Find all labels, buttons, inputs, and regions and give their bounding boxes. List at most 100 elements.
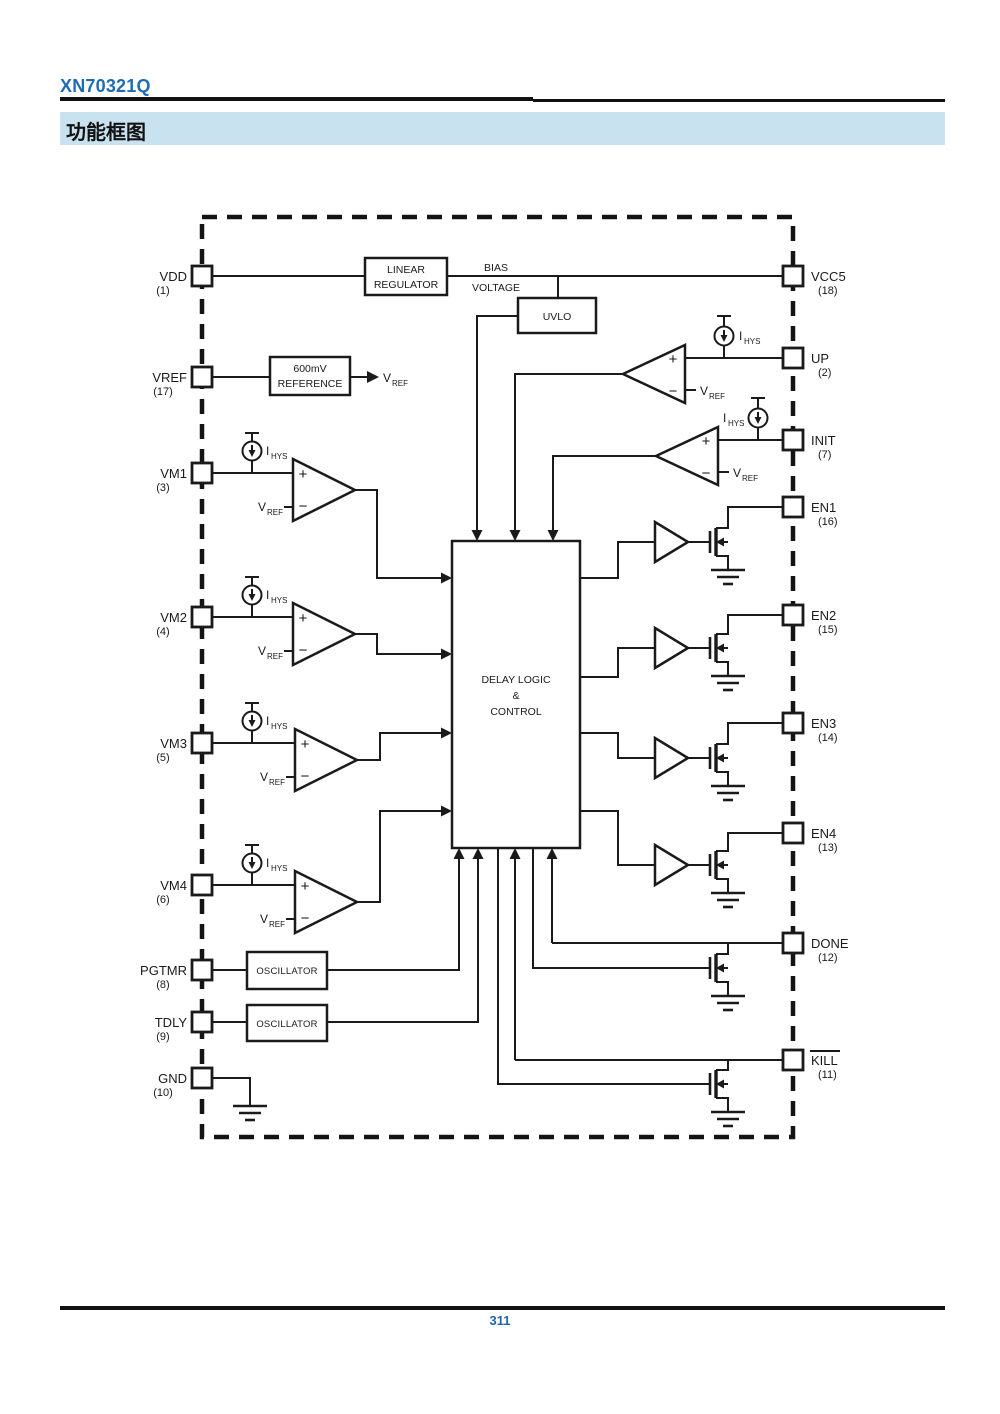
block-linear-regulator: LINEAR REGULATOR	[363, 256, 449, 297]
vref-label: V	[260, 770, 268, 784]
pin-en4: EN4 (13)	[781, 821, 838, 854]
bias-label: BIAS	[484, 262, 508, 274]
pin-name: EN3	[811, 716, 836, 731]
pin-up: UP (2)	[781, 346, 831, 379]
pin-name: VM4	[160, 878, 187, 893]
pin-name: VM3	[160, 736, 187, 751]
chip-boundary	[199, 214, 796, 1140]
pin-vdd: VDD (1)	[156, 264, 214, 297]
ground-icon	[233, 1104, 267, 1122]
pin-vm2: VM2 (4)	[156, 605, 214, 638]
pin-name: GND	[158, 1071, 187, 1086]
ihys-label: I	[266, 444, 269, 458]
arrowhead-done-to-logic	[546, 848, 558, 859]
pin-pgtmr: PGTMR (8)	[140, 958, 214, 991]
comparator-up: + − V REF	[620, 343, 725, 405]
wires-gnd	[212, 1077, 267, 1122]
vref-label: V	[733, 466, 741, 480]
block-label: LINEAR	[387, 264, 425, 276]
pin-number: (10)	[153, 1087, 173, 1099]
wires-oscillators	[212, 848, 484, 1023]
wires-en3-stage	[580, 722, 783, 786]
buffer-en3	[653, 735, 691, 781]
block-label: REGULATOR	[374, 279, 439, 291]
arrowhead-pgtmr-to-logic	[453, 848, 465, 859]
comparator-init: + − V REF	[653, 425, 758, 487]
buffer-en2	[653, 625, 691, 671]
section-banner: 功能框图	[60, 112, 945, 145]
pin-name: INIT	[811, 433, 836, 448]
pin-number: (1)	[156, 285, 169, 297]
plus-label: +	[299, 466, 308, 483]
pin-name: UP	[811, 351, 829, 366]
ihys-sub: HYS	[728, 419, 744, 428]
arrowhead-tdly-to-logic	[472, 848, 484, 859]
ground-icon	[711, 568, 745, 586]
mosfet-en4-icon	[708, 851, 745, 909]
pin-name: KILL	[811, 1053, 838, 1068]
pin-en2: EN2 (15)	[781, 603, 838, 636]
current-source-init-icon: I HYS	[723, 397, 769, 440]
pin-tdly: TDLY (9)	[155, 1010, 214, 1043]
mosfet-en3-icon	[708, 744, 745, 802]
vref-sub: REF	[742, 474, 758, 483]
ihys-sub: HYS	[271, 864, 287, 873]
block-delay-logic-control: DELAY LOGIC & CONTROL	[450, 539, 582, 850]
wires-en2-stage	[580, 614, 783, 678]
minus-label: −	[299, 642, 308, 659]
block-oscillator-tdly: OSCILLATOR	[245, 1003, 329, 1043]
pin-vm4: VM4 (6)	[156, 873, 214, 906]
mosfet-kill-icon	[708, 1070, 745, 1128]
pin-name: EN2	[811, 608, 836, 623]
wires-kill-stage	[497, 848, 783, 1112]
pin-name: VDD	[160, 269, 187, 284]
vref-label: V	[260, 912, 268, 926]
pin-number: (12)	[818, 952, 838, 964]
comparator-vm3: + − V REF	[260, 726, 360, 794]
vref-label: V	[258, 644, 266, 658]
pin-vcc5: VCC5 (18)	[781, 264, 846, 297]
plus-label: +	[301, 736, 310, 753]
vref-sub: REF	[269, 920, 285, 929]
header-rule-left	[60, 97, 533, 101]
minus-label: −	[299, 498, 308, 515]
pin-en1: EN1 (16)	[781, 495, 838, 528]
pin-number: (11)	[818, 1069, 837, 1081]
block-label: 600mV	[293, 363, 326, 375]
comparator-vm1: + − V REF	[258, 456, 358, 524]
header-rule-right	[533, 99, 945, 102]
block-label: CONTROL	[490, 706, 541, 718]
ihys-sub: HYS	[271, 596, 287, 605]
ihys-label: I	[266, 714, 269, 728]
pin-name: DONE	[811, 936, 849, 951]
ihys-sub: HYS	[271, 452, 287, 461]
page-title: XN70321Q	[60, 76, 151, 96]
plus-label: +	[301, 878, 310, 895]
bias-label: VOLTAGE	[472, 282, 520, 294]
pin-number: (3)	[156, 482, 169, 494]
pin-name: VREF	[152, 370, 187, 385]
pin-kill: KILL (11)	[781, 1048, 840, 1081]
vref-sub: REF	[269, 778, 285, 787]
pin-number: (9)	[156, 1031, 169, 1043]
pin-gnd: GND (10)	[153, 1066, 214, 1099]
minus-label: −	[301, 910, 310, 927]
pin-done: DONE (12)	[781, 931, 849, 964]
vref-label: V	[258, 500, 266, 514]
vref-sub: REF	[709, 392, 725, 401]
mosfet-en1-icon	[708, 528, 745, 586]
buffer-en1	[653, 519, 691, 565]
ihys-sub: HYS	[271, 722, 287, 731]
arrowhead-init-to-logic	[547, 530, 559, 541]
section-heading: 功能框图	[66, 122, 146, 144]
wires-vref-reference	[213, 371, 379, 383]
arrowhead-uvlo-to-logic	[471, 530, 483, 541]
arrowhead-vm2-to-logic	[441, 648, 452, 660]
pin-name: VM1	[160, 466, 187, 481]
pin-number: (4)	[156, 626, 169, 638]
block-label: UVLO	[543, 311, 572, 323]
pin-number: (15)	[818, 624, 838, 636]
pin-name: EN1	[811, 500, 836, 515]
pin-init: INIT (7)	[781, 428, 836, 461]
